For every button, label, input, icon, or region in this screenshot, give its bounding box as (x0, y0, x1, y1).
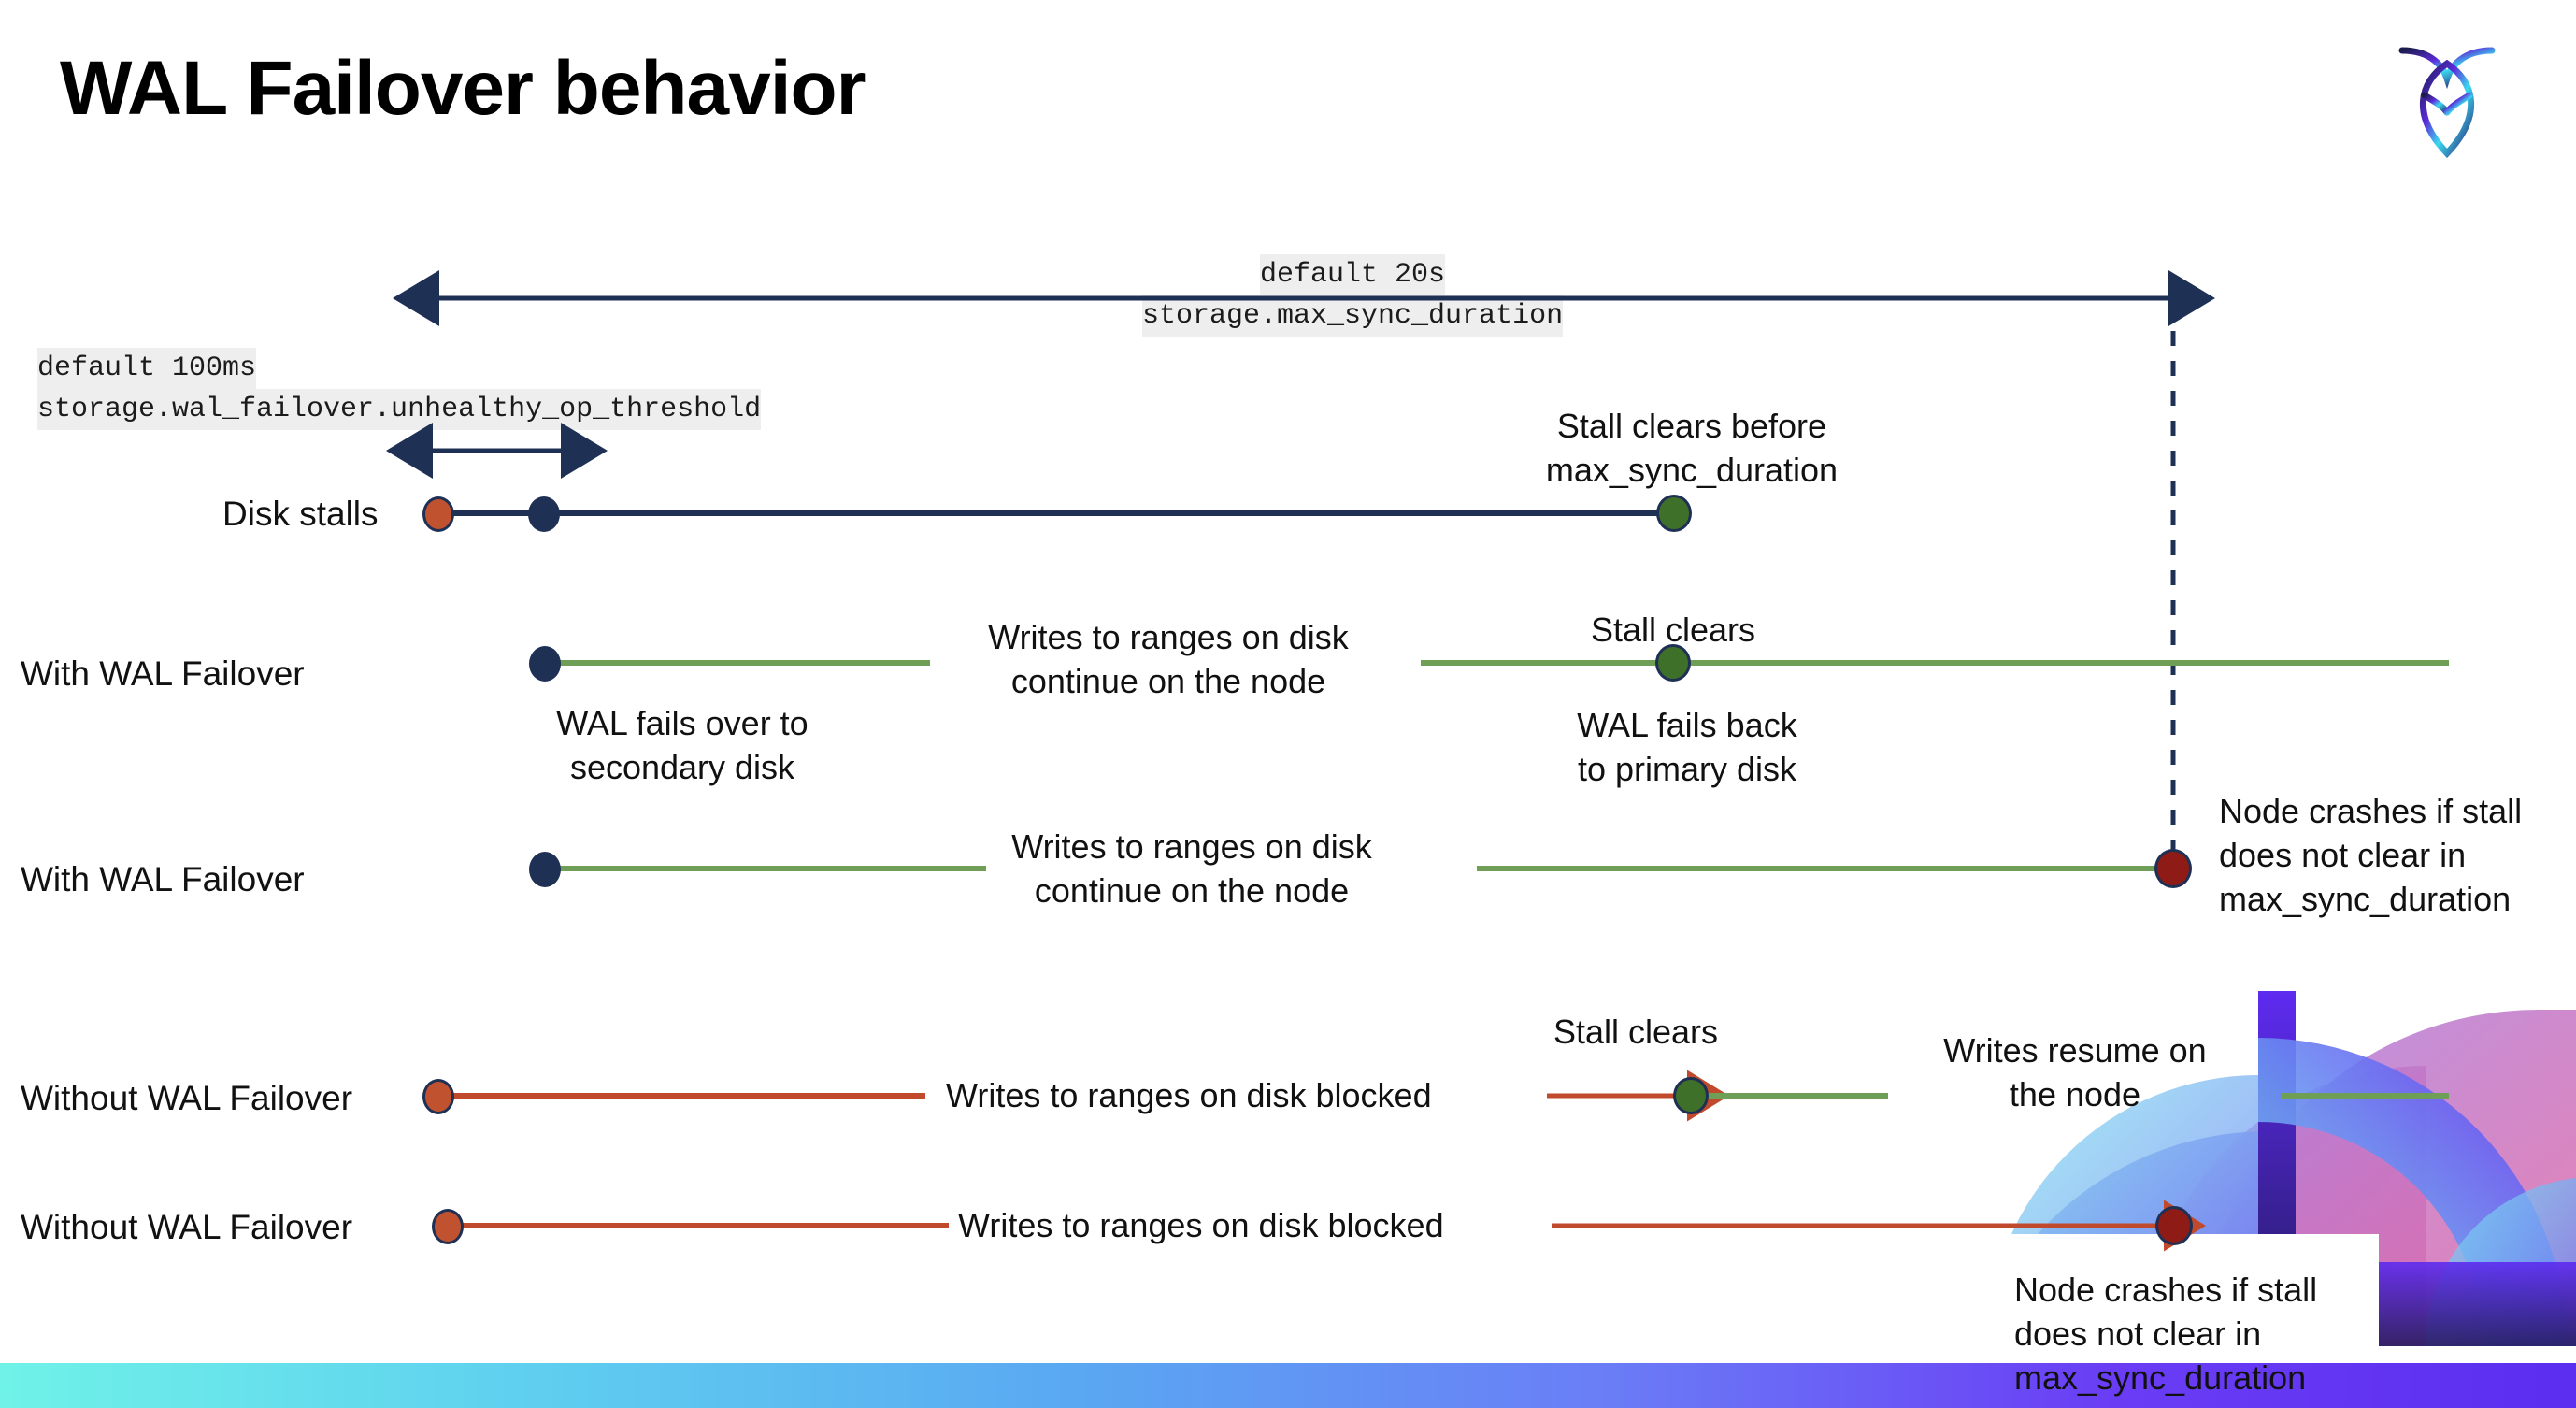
row5-crash-dot (2155, 1206, 2193, 1245)
callout-writes-continue-1: Writes to ranges on disk continue on the… (988, 618, 1349, 700)
row1-threshold-dot (528, 496, 560, 532)
annotation-max-sync-default: default 20s (1260, 254, 1446, 295)
callout-writes-blocked-1: Writes to ranges on disk blocked (946, 1076, 1432, 1114)
row2-timeline-a (547, 660, 930, 666)
callout-wal-fails-over: WAL fails over to secondary disk (556, 704, 809, 786)
annotation-max-sync-duration: default 20s storage.max_sync_duration (1142, 254, 1564, 337)
callout-wal-fails-back: WAL fails back to primary disk (1577, 706, 1797, 788)
row-label-with-wal-failover-1: With WAL Failover (21, 654, 305, 693)
callout-writes-blocked-2: Writes to ranges on disk blocked (958, 1206, 1444, 1244)
row-label-with-wal-failover-2: With WAL Failover (21, 860, 305, 898)
annotation-max-sync-setting: storage.max_sync_duration (1142, 295, 1564, 337)
row2-stall-clears-dot (1655, 644, 1691, 682)
annotation-unhealthy-setting: storage.wal_failover.unhealthy_op_thresh… (37, 389, 762, 430)
row5-stall-start-dot (432, 1209, 464, 1244)
row2-failover-dot (529, 646, 561, 682)
row4-stall-clears-dot (1673, 1077, 1709, 1114)
row2-timeline-b (1421, 660, 2449, 666)
row4-timeline-b (1692, 1093, 1888, 1099)
row1-stall-clears-dot (1656, 495, 1692, 532)
row-label-without-wal-failover-2: Without WAL Failover (21, 1208, 353, 1246)
row3-timeline-b (1477, 866, 2178, 871)
row-label-disk-stalls: Disk stalls (222, 495, 379, 533)
row5-timeline-a (458, 1223, 949, 1228)
row1-timeline (436, 510, 1681, 516)
bottom-gradient-bar (0, 1363, 2576, 1408)
callout-stall-clears-1: Stall clears (1590, 611, 1756, 649)
row4-timeline-a (449, 1093, 925, 1099)
cockroachdb-logo-icon (2385, 26, 2509, 166)
callout-stall-clears-before: Stall clears before max_sync_duration (1545, 407, 1839, 489)
callout-node-crashes-2: Node crashes if stall does not clear in … (2014, 1271, 2318, 1397)
page-title: WAL Failover behavior (60, 46, 866, 131)
row3-failover-dot (529, 852, 561, 887)
annotation-unhealthy-default: default 100ms (37, 348, 257, 389)
callout-mask-left (0, 1234, 1963, 1346)
row4-timeline-c (2281, 1093, 2449, 1099)
annotation-unhealthy-op-threshold: default 100ms storage.wal_failover.unhea… (37, 348, 762, 430)
callout-writes-resume: Writes resume on the node (1943, 1031, 2207, 1113)
row1-stall-start-dot (422, 496, 454, 532)
callout-node-crashes-1: Node crashes if stall does not clear in … (2219, 792, 2523, 918)
row3-crash-dot (2154, 849, 2192, 888)
row-label-without-wal-failover-1: Without WAL Failover (21, 1079, 353, 1117)
row4-stall-start-dot (422, 1079, 454, 1114)
row3-timeline-a (547, 866, 986, 871)
callout-stall-clears-2: Stall clears (1553, 1013, 1719, 1051)
callout-writes-continue-2: Writes to ranges on disk continue on the… (1011, 827, 1372, 910)
